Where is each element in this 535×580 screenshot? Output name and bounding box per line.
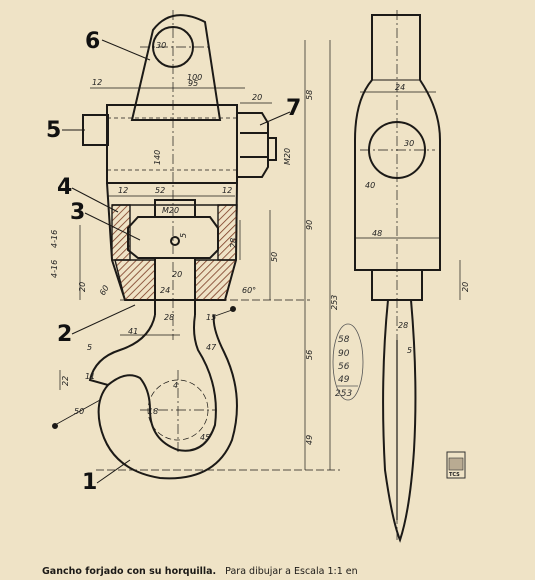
dim-52: 52	[155, 186, 165, 195]
dim-28-mid: 28	[229, 238, 238, 248]
dimension-lines	[59, 40, 461, 471]
side-fork	[354, 14, 441, 271]
dim-4-16: 4-16	[50, 230, 59, 248]
dim-30-top: 30	[156, 41, 166, 50]
hook-body	[88, 314, 217, 452]
dim-20-vert: 20	[78, 282, 87, 292]
part-number-3: 3	[70, 200, 85, 225]
svg-text:TCS: TCS	[449, 472, 460, 478]
dim-60-right: 60°	[242, 286, 256, 295]
dim-45: 45	[200, 433, 210, 442]
caption-subtitle: Para dibujar a Escala 1:1 en	[225, 566, 358, 577]
dim-47: 47	[206, 343, 217, 352]
dim-24: 24	[160, 286, 170, 295]
dim-5-nut: 5	[179, 233, 188, 238]
side-dim-30: 30	[404, 139, 414, 148]
fork-body	[130, 14, 222, 121]
side-dim-24: 24	[395, 83, 405, 92]
dim-28-hook: 28	[164, 313, 174, 322]
dim-4: 4	[173, 381, 178, 390]
dim-58: 58	[305, 90, 314, 100]
hook-outer	[97, 314, 238, 480]
front-view	[52, 10, 277, 480]
publisher-stamp: TCS	[446, 451, 466, 479]
part-number-6: 6	[85, 29, 100, 54]
dim-12-a: 12	[118, 186, 128, 195]
dim-90: 90	[305, 220, 314, 230]
dim-140: 140	[153, 150, 162, 165]
dim-95: 95	[188, 79, 198, 88]
part-number-7: 7	[286, 96, 301, 121]
dim-253: 253	[330, 295, 339, 310]
side-view	[354, 10, 441, 543]
part-number-2: 2	[57, 322, 72, 347]
hatched-section-right	[217, 204, 238, 261]
handwritten-sum: 58 90 56 49 253	[332, 323, 364, 401]
dim-56: 56	[305, 350, 314, 360]
dim-50: 50	[270, 252, 279, 262]
side-nut	[236, 112, 269, 178]
svg-text:90: 90	[338, 349, 350, 359]
hatched-base-r	[194, 259, 237, 301]
svg-text:49: 49	[338, 375, 350, 385]
dim-41: 41	[128, 327, 138, 336]
dim-11: 11	[85, 372, 95, 381]
dim-5: 5	[87, 343, 92, 352]
part-number-5: 5	[46, 118, 61, 143]
dim-49: 49	[305, 435, 314, 445]
dim-12-left: 12	[92, 78, 102, 87]
pin-head	[82, 114, 109, 146]
dim-20-top: 20	[252, 93, 262, 102]
part-number-1: 1	[82, 470, 97, 495]
hatched-base	[114, 259, 156, 301]
svg-text:56: 56	[338, 362, 350, 372]
side-dim-48: 48	[372, 229, 382, 238]
dim-50-hook: 50	[74, 407, 84, 416]
dim-m20: M20	[283, 148, 292, 165]
side-dim-40: 40	[365, 181, 375, 190]
dim-60-left: 60	[98, 284, 111, 297]
drawing-caption: Gancho forjado con su horquilla. Para di…	[42, 566, 532, 580]
dim-4-16b: 4-16	[50, 260, 59, 278]
side-base	[371, 269, 423, 301]
side-dim-28: 28	[398, 321, 408, 330]
dim-100: 100	[187, 73, 202, 82]
dim-22: 22	[61, 376, 70, 386]
dim-18: 18	[148, 407, 158, 416]
side-dim-5: 5	[407, 346, 412, 355]
side-hook-blade	[378, 299, 420, 543]
dim-12-b: 12	[222, 186, 232, 195]
caption-title: Gancho forjado con su horquilla.	[42, 566, 217, 577]
part-number-4: 4	[57, 175, 72, 200]
dim-m20-nut: M20	[162, 206, 179, 215]
svg-text:253: 253	[335, 389, 352, 399]
side-dim-20: 20	[461, 282, 470, 292]
svg-text:58: 58	[338, 335, 350, 345]
dim-15: 15	[206, 313, 216, 322]
fork-crossbar	[106, 104, 238, 184]
dim-20-small: 20	[172, 270, 182, 279]
